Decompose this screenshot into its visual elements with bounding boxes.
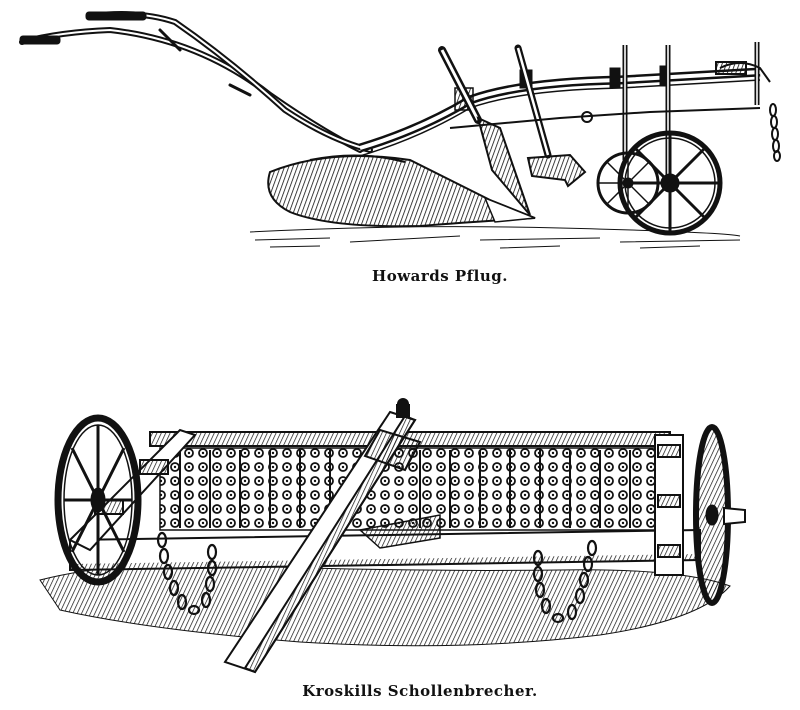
plough-ground bbox=[249, 226, 741, 249]
plough-coulter bbox=[438, 46, 531, 216]
plough-figure: Howards Pflug. bbox=[0, 0, 800, 300]
crusher-right-bracket bbox=[654, 434, 684, 576]
plough-mouldboard bbox=[267, 154, 536, 228]
plough-skim-coulter bbox=[514, 44, 587, 188]
crusher-chain-left bbox=[156, 531, 218, 616]
crusher-drawbar bbox=[223, 398, 422, 674]
plough-caption: Howards Pflug. bbox=[372, 267, 508, 285]
plough-hitch-chain bbox=[715, 61, 781, 162]
clod-crusher-engraving bbox=[39, 398, 746, 674]
clod-crusher-figure: Kroskills Schollenbrecher. bbox=[0, 390, 800, 710]
plough-large-wheel bbox=[617, 130, 723, 236]
crusher-ground bbox=[39, 563, 731, 647]
plough-engraving bbox=[19, 11, 781, 249]
plough-handles bbox=[19, 11, 373, 153]
plough-stays bbox=[449, 42, 761, 175]
crusher-left-wheel bbox=[54, 414, 142, 586]
crusher-right-wheel bbox=[693, 424, 746, 606]
clod-crusher-caption: Kroskills Schollenbrecher. bbox=[302, 682, 538, 700]
crusher-chain-right bbox=[532, 539, 598, 624]
